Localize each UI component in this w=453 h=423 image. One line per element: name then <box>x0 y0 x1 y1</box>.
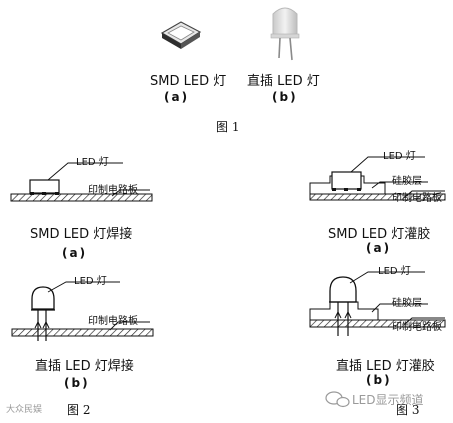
smd-led-photo <box>160 21 202 49</box>
fig1a-sub: (a) <box>164 90 190 104</box>
fig3a-led-label: LED 灯 <box>383 151 416 162</box>
fig2b-sub: (b) <box>64 376 90 390</box>
fig3a-title: SMD LED 灯灌胶 <box>328 227 431 242</box>
fig2a-title: SMD LED 灯焊接 <box>30 227 133 242</box>
fig1a-label: SMD LED 灯 <box>150 74 227 89</box>
fig2b-title: 直插 LED 灯焊接 <box>35 359 134 374</box>
fig3b-dip-potting-diagram <box>309 271 446 336</box>
watermark-right: LED显示频道 <box>352 393 424 407</box>
fig3b-led-label: LED 灯 <box>378 266 411 277</box>
fig1b-label: 直插 LED 灯 <box>247 74 320 89</box>
fig2a-smd-solder-diagram <box>10 162 153 202</box>
fig2a-sub: (a) <box>62 246 88 260</box>
watermark-left: 大众民娱 <box>6 405 43 415</box>
fig3a-glue-label: 硅胶层 <box>392 176 422 187</box>
dip-led-photo <box>270 7 300 61</box>
fig3b-pcb-label: 印制电路板 <box>392 322 442 333</box>
fig3a-sub: (a) <box>366 241 392 255</box>
fig3a-pcb-label: 印制电路板 <box>392 193 442 204</box>
chat-bubble-icon <box>325 391 350 408</box>
fig2-caption: 图 2 <box>67 403 91 417</box>
fig3-caption: 图 3 <box>396 403 420 417</box>
fig3b-sub: (b) <box>366 373 392 387</box>
fig3b-title: 直插 LED 灯灌胶 <box>336 359 435 374</box>
fig1b-sub: (b) <box>272 90 298 104</box>
fig1-caption: 图 1 <box>216 120 240 134</box>
fig3a-smd-potting-diagram <box>309 156 446 201</box>
fig2a-led-label: LED 灯 <box>76 157 109 168</box>
fig2b-pcb-label: 印制电路板 <box>88 316 138 327</box>
fig3b-glue-label: 硅胶层 <box>392 298 422 309</box>
fig2b-dip-solder-diagram <box>11 281 154 341</box>
fig2b-led-label: LED 灯 <box>74 276 107 287</box>
fig2a-pcb-label: 印制电路板 <box>88 185 138 196</box>
